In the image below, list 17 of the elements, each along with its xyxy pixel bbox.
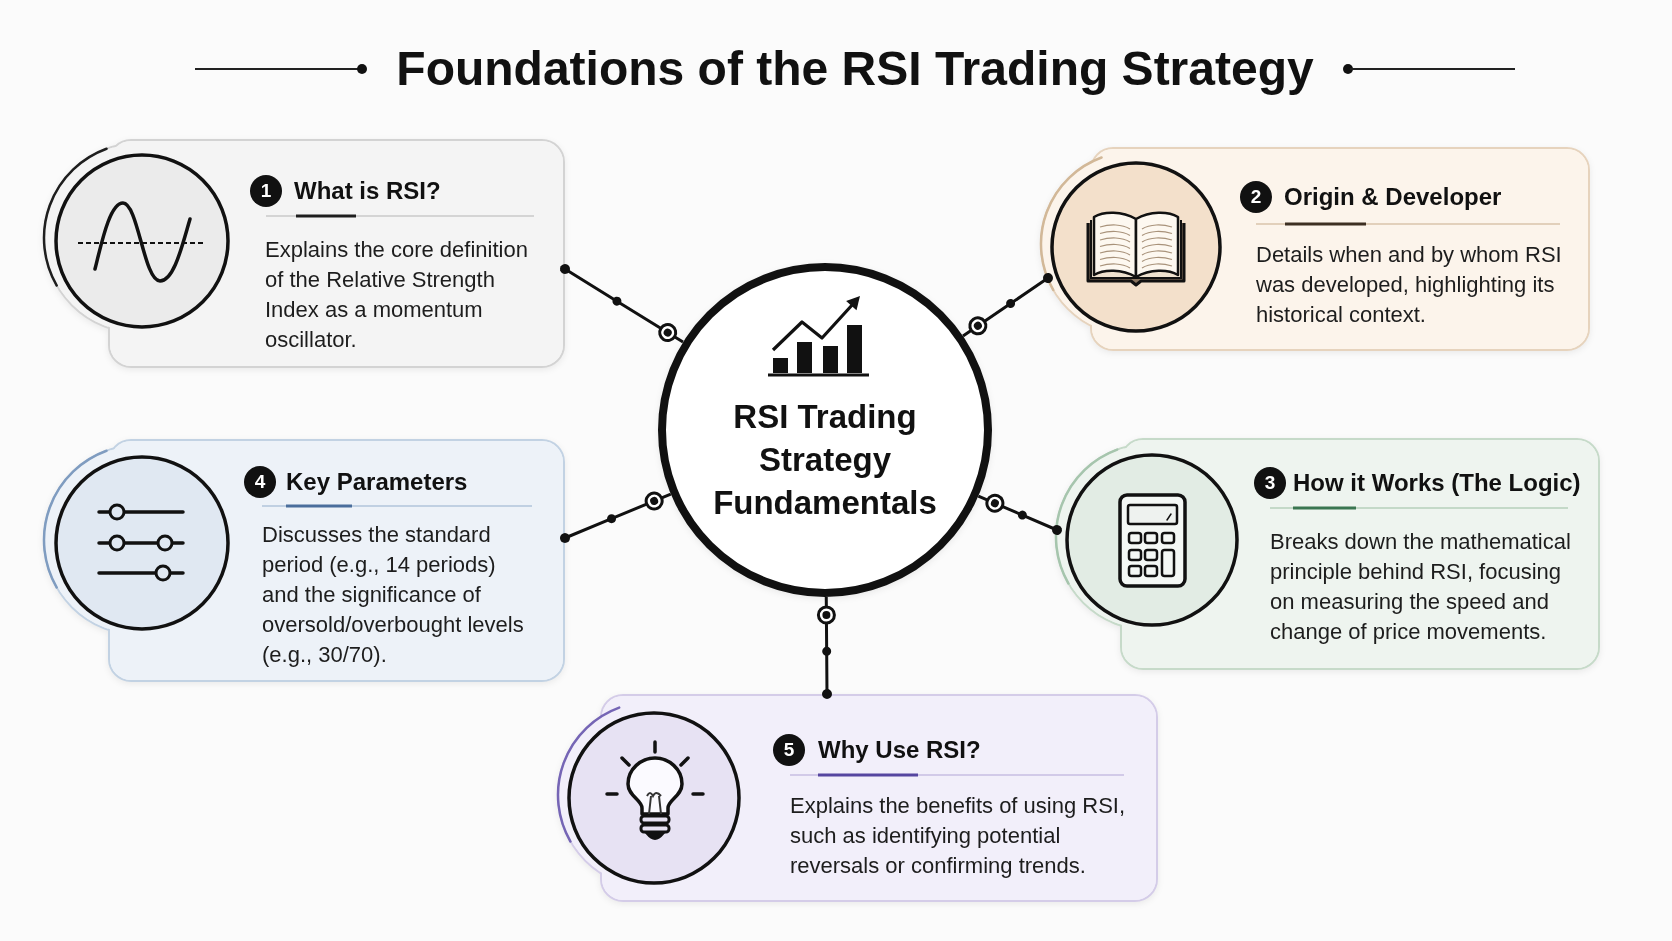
hub-title: RSI Trading Strategy Fundamentals: [712, 397, 938, 523]
connector: [962, 273, 1053, 338]
card-heading: Key Parameters: [286, 467, 468, 497]
connector: [817, 597, 836, 699]
connector: [560, 491, 672, 543]
card-description: Discusses the standard period (e.g., 14 periods) and the significance of oversold/overbought levels (e.g., 30/70).: [262, 521, 525, 669]
card-description: Explains the core definition of the Relative Strength Index as a momentum oscillator.: [265, 236, 529, 354]
connector: [977, 493, 1062, 535]
card-heading: Why Use RSI?: [818, 735, 981, 765]
card-description: Explains the benefits of using RSI, such as identifying potential reversals or confirming trends.: [790, 792, 1127, 880]
card-heading: Origin & Developer: [1284, 182, 1502, 212]
card-heading: What is RSI?: [294, 176, 441, 206]
page-title: Foundations of the RSI Trading Strategy: [396, 41, 1314, 97]
card-description: Details when and by whom RSI was developed, highlighting its historical context.: [1256, 241, 1563, 329]
connector: [560, 264, 684, 344]
card-heading: How it Works (The Logic): [1293, 468, 1581, 498]
card-description: Breaks down the mathematical principle behind RSI, focusing on measuring the speed and change of price movements.: [1270, 528, 1572, 646]
